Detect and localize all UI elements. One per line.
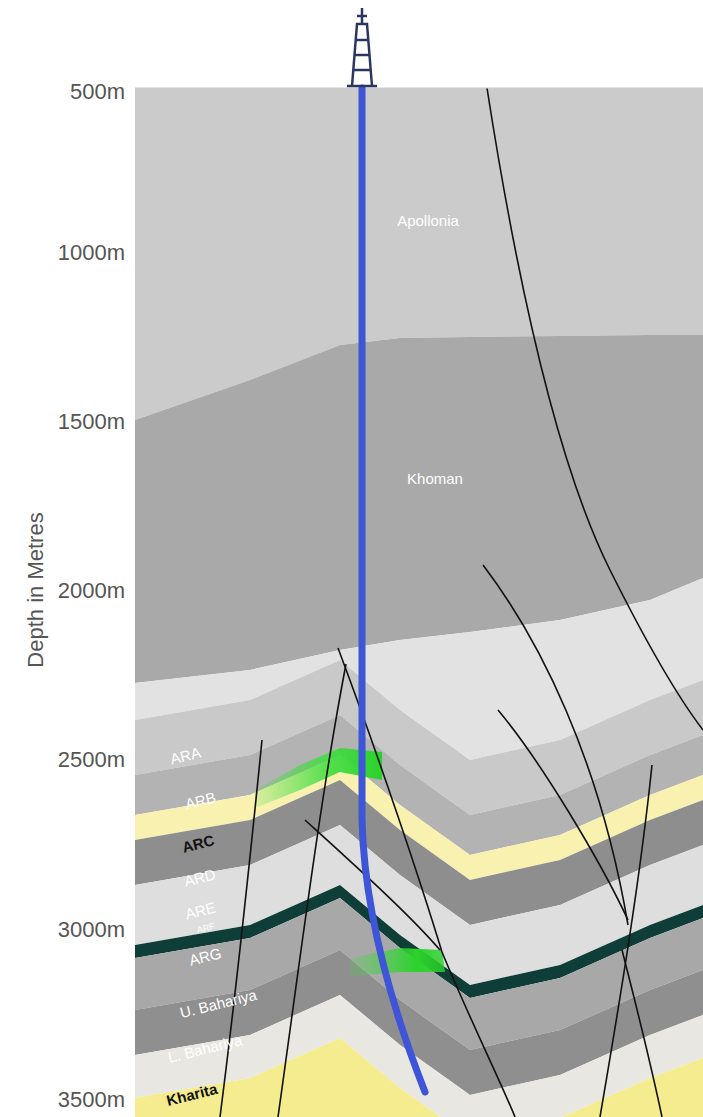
depth-tick: 3500m (58, 1089, 125, 1111)
depth-tick: 2500m (58, 749, 125, 771)
depth-tick: 1000m (58, 242, 125, 264)
depth-tick: 500m (70, 81, 125, 103)
formation-name: Khoman (407, 471, 463, 486)
drilling-rig (347, 8, 377, 86)
depth-tick: 3000m (58, 919, 125, 941)
formation-name: Apollonia (397, 213, 459, 228)
strata (135, 88, 703, 1117)
hydrocarbon-zone (350, 948, 445, 976)
fault-lines (220, 88, 703, 1117)
depth-tick: 1500m (58, 411, 125, 433)
depth-tick: 2000m (58, 580, 125, 602)
top-line (135, 88, 703, 89)
well-path (362, 88, 425, 1092)
axis-title: Depth in Metres (25, 512, 47, 667)
